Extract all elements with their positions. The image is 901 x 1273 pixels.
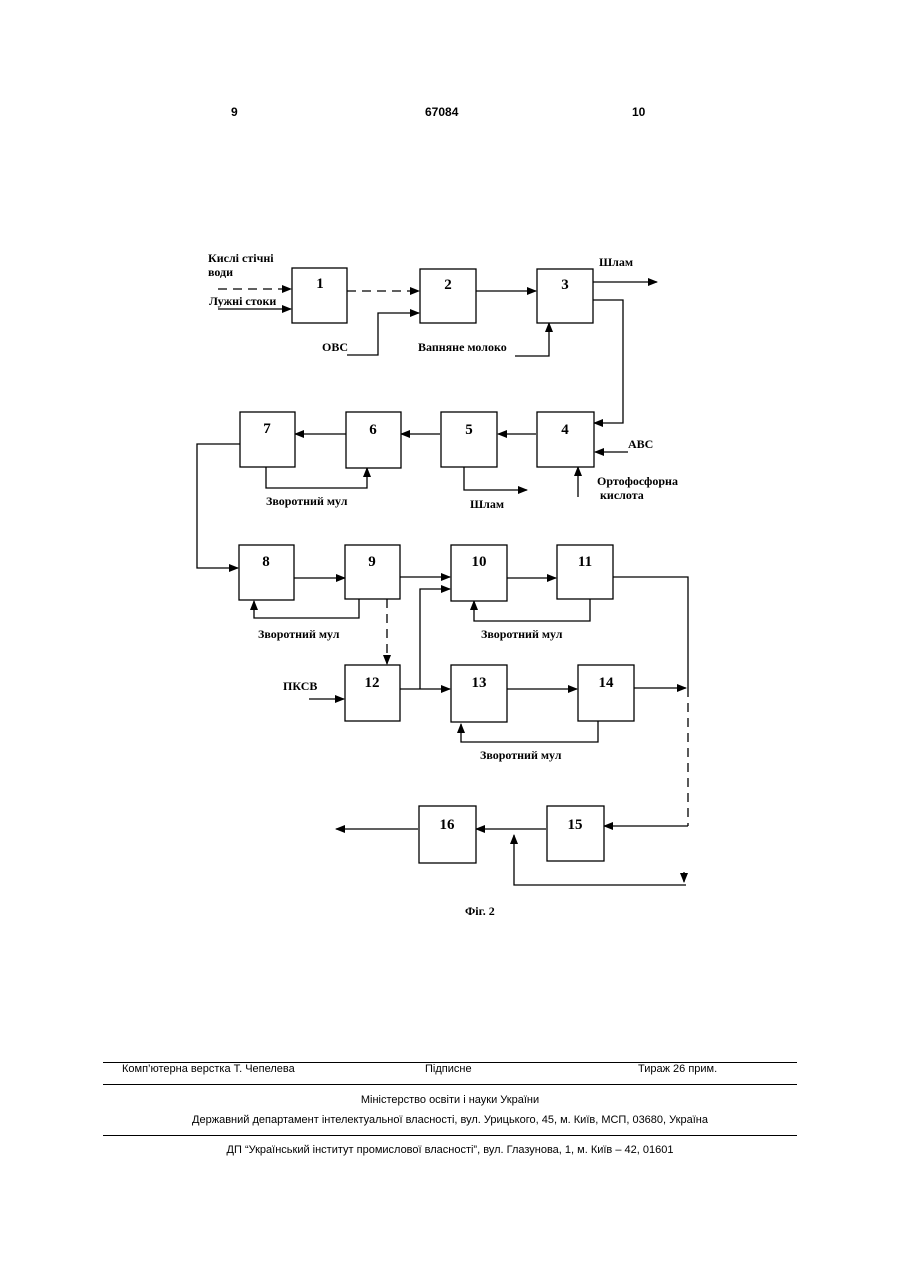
svg-text:12: 12 bbox=[365, 675, 380, 691]
block-1: 1 bbox=[292, 268, 347, 323]
process-flow-diagram: 1 2 3 4 5 6 7 8 9 10 11 12 13 14 15 16 К… bbox=[0, 0, 901, 960]
label-acid-water-line1: Кислі стічні bbox=[208, 251, 274, 265]
block-10: 10 bbox=[451, 545, 507, 601]
svg-text:5: 5 bbox=[465, 422, 473, 438]
footer-department: Державний департамент інтелектуальної вл… bbox=[103, 1114, 797, 1126]
block-12: 12 bbox=[345, 665, 400, 721]
svg-text:1: 1 bbox=[316, 276, 324, 292]
block-7: 7 bbox=[240, 412, 295, 467]
svg-text:3: 3 bbox=[561, 277, 569, 293]
svg-text:11: 11 bbox=[578, 554, 592, 570]
svg-text:13: 13 bbox=[472, 675, 487, 691]
svg-text:14: 14 bbox=[599, 675, 615, 691]
label-return-sludge-10-11: Зворотний мул bbox=[481, 627, 563, 641]
footer-rule-middle bbox=[103, 1084, 797, 1085]
block-8: 8 bbox=[239, 545, 294, 600]
label-orthophosphoric-line1: Ортофосфорна bbox=[597, 474, 678, 488]
label-lime-milk: Вапняне молоко bbox=[418, 340, 507, 354]
footer-institute: ДП “Український інститут промислової вла… bbox=[103, 1144, 797, 1156]
block-14: 14 bbox=[578, 665, 634, 721]
svg-text:10: 10 bbox=[472, 554, 487, 570]
label-sludge-1: Шлам bbox=[599, 255, 633, 269]
svg-text:9: 9 bbox=[368, 554, 376, 570]
block-6: 6 bbox=[346, 412, 401, 468]
block-5: 5 bbox=[441, 412, 497, 467]
footer-ministry: Міністерство освіти і науки України bbox=[103, 1094, 797, 1106]
svg-text:16: 16 bbox=[440, 817, 456, 833]
figure-caption: Фіг. 2 bbox=[465, 904, 495, 918]
label-acid-water-line2: води bbox=[208, 265, 233, 279]
svg-text:7: 7 bbox=[263, 421, 271, 437]
label-ovs: ОВС bbox=[322, 340, 348, 354]
footer-print-run: Тираж 26 прим. bbox=[638, 1063, 717, 1075]
block-15: 15 bbox=[547, 806, 604, 861]
block-2: 2 bbox=[420, 269, 476, 323]
label-alkaline-effluent: Лужні стоки bbox=[209, 294, 276, 308]
svg-text:15: 15 bbox=[568, 817, 583, 833]
label-return-sludge-8-9: Зворотний мул bbox=[258, 627, 340, 641]
block-16: 16 bbox=[419, 806, 476, 863]
footer-signed: Підписне bbox=[425, 1063, 472, 1075]
svg-text:4: 4 bbox=[561, 422, 569, 438]
svg-text:8: 8 bbox=[262, 554, 270, 570]
label-sludge-2: Шлам bbox=[470, 497, 504, 511]
svg-text:6: 6 bbox=[369, 422, 377, 438]
label-avs: АВС bbox=[628, 437, 653, 451]
svg-text:2: 2 bbox=[444, 277, 452, 293]
block-4: 4 bbox=[537, 412, 594, 467]
label-pksv: ПКСВ bbox=[283, 679, 317, 693]
block-11: 11 bbox=[557, 545, 613, 599]
block-9: 9 bbox=[345, 545, 400, 599]
block-3: 3 bbox=[537, 269, 593, 323]
label-orthophosphoric-line2: кислота bbox=[600, 488, 644, 502]
label-return-sludge-13-14: Зворотний мул bbox=[480, 748, 562, 762]
label-return-sludge-6-7: Зворотний мул bbox=[266, 494, 348, 508]
footer-layout-credit: Комп’ютерна верстка Т. Чепелева bbox=[122, 1063, 295, 1075]
block-13: 13 bbox=[451, 665, 507, 722]
footer-rule-bottom bbox=[103, 1135, 797, 1136]
